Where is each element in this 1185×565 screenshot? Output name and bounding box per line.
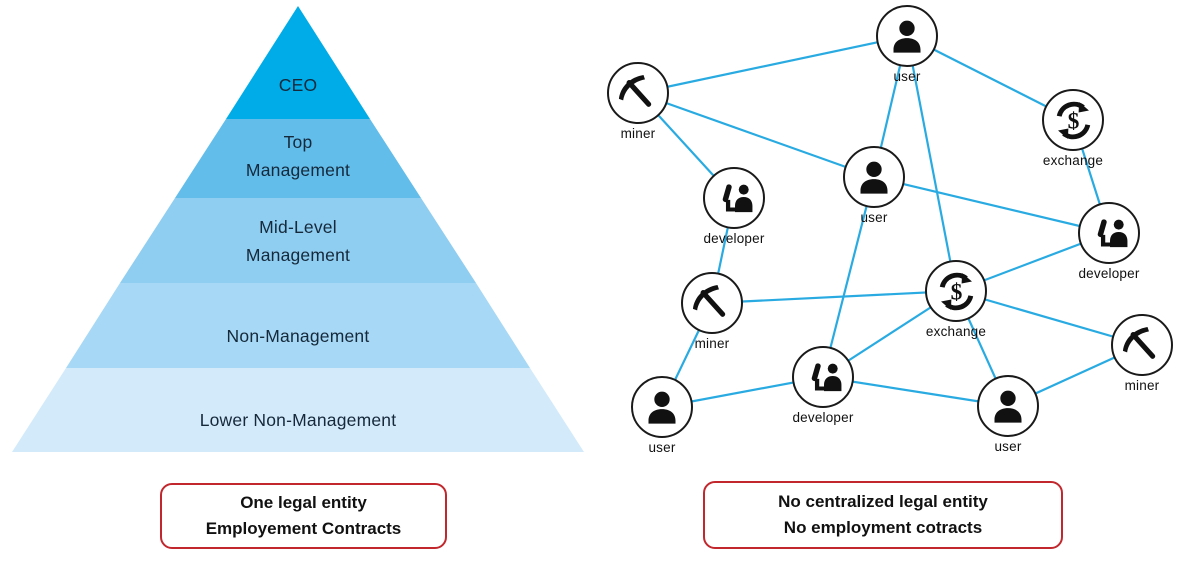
edge-user-top-exchange-c: [905, 35, 958, 292]
node-miner-r: [1111, 314, 1173, 376]
node-label-exchange-tr: exchange: [1042, 153, 1104, 168]
node-miner-ml: [681, 272, 743, 334]
node-label-developer-up: developer: [703, 231, 765, 246]
node-label-exchange-c: exchange: [925, 324, 987, 339]
node-developer-up: [703, 167, 765, 229]
miner-icon: [690, 281, 734, 325]
node-label-developer-r: developer: [1078, 266, 1140, 281]
node-user-top: [876, 5, 938, 67]
pyramid-caption-line1: One legal entity: [240, 493, 367, 512]
node-user-mid: [843, 146, 905, 208]
node-user-bl: [631, 376, 693, 438]
user-icon: [642, 387, 682, 427]
miner-icon: [616, 71, 660, 115]
node-label-user-mid: user: [860, 210, 888, 225]
pyramid-level-top-management: [175, 119, 421, 198]
network-caption-box: No centralized legal entity No employmen…: [703, 481, 1063, 549]
node-developer-r: [1078, 202, 1140, 264]
edge-user-mid-developer-r: [873, 175, 1110, 235]
developer-icon: [714, 178, 755, 219]
pyramid-level-mid-management: [120, 198, 476, 283]
edge-miner-tl-user-top: [637, 34, 908, 95]
pyramid-label-top-1: Top: [284, 132, 313, 152]
network-caption-line2: No employment cotracts: [783, 518, 983, 537]
edge-user-mid-developer-b: [821, 176, 876, 378]
network-caption-line1: No centralized legal entity: [778, 492, 988, 511]
pyramid-label-mid-2: Management: [246, 245, 350, 265]
edge-miner-tl-user-mid: [637, 91, 875, 179]
pyramid-caption-line2: Employement Contracts: [205, 519, 402, 538]
edge-miner-ml-exchange-c: [711, 289, 957, 305]
pyramid-label-ceo: CEO: [279, 75, 318, 95]
node-label-miner-tl: miner: [620, 126, 656, 141]
pyramid-caption-box: One legal entity Employement Contracts: [160, 483, 447, 549]
node-user-br: [977, 375, 1039, 437]
developer-icon: [803, 357, 844, 398]
pyramid-label-lower: Lower Non-Management: [200, 410, 397, 430]
pyramid-level-lower-non-management: [12, 368, 584, 452]
pyramid-level-ceo: [226, 6, 370, 119]
developer-icon: [1089, 213, 1130, 254]
org-pyramid: CEO Top Management Mid-Level Management …: [12, 6, 584, 452]
edge-exchange-c-miner-r: [955, 289, 1143, 347]
node-label-user-top: user: [893, 69, 921, 84]
node-label-user-br: user: [994, 439, 1022, 454]
pyramid-label-top-2: Management: [246, 160, 350, 180]
node-exchange-c: [925, 260, 987, 322]
miner-icon: [1120, 323, 1164, 367]
node-exchange-tr: [1042, 89, 1104, 151]
node-label-developer-b: developer: [792, 410, 854, 425]
node-miner-tl: [607, 62, 669, 124]
pyramid-label-mid-1: Mid-Level: [259, 217, 337, 237]
pyramid-label-non: Non-Management: [227, 326, 370, 346]
pyramid-level-non-management: [66, 283, 530, 368]
exchange-icon: [933, 268, 980, 315]
user-icon: [887, 16, 927, 56]
user-icon: [988, 386, 1028, 426]
node-developer-b: [792, 346, 854, 408]
exchange-icon: [1050, 97, 1097, 144]
node-label-miner-r: miner: [1124, 378, 1160, 393]
user-icon: [854, 157, 894, 197]
node-label-miner-ml: miner: [694, 336, 730, 351]
node-label-user-bl: user: [648, 440, 676, 455]
